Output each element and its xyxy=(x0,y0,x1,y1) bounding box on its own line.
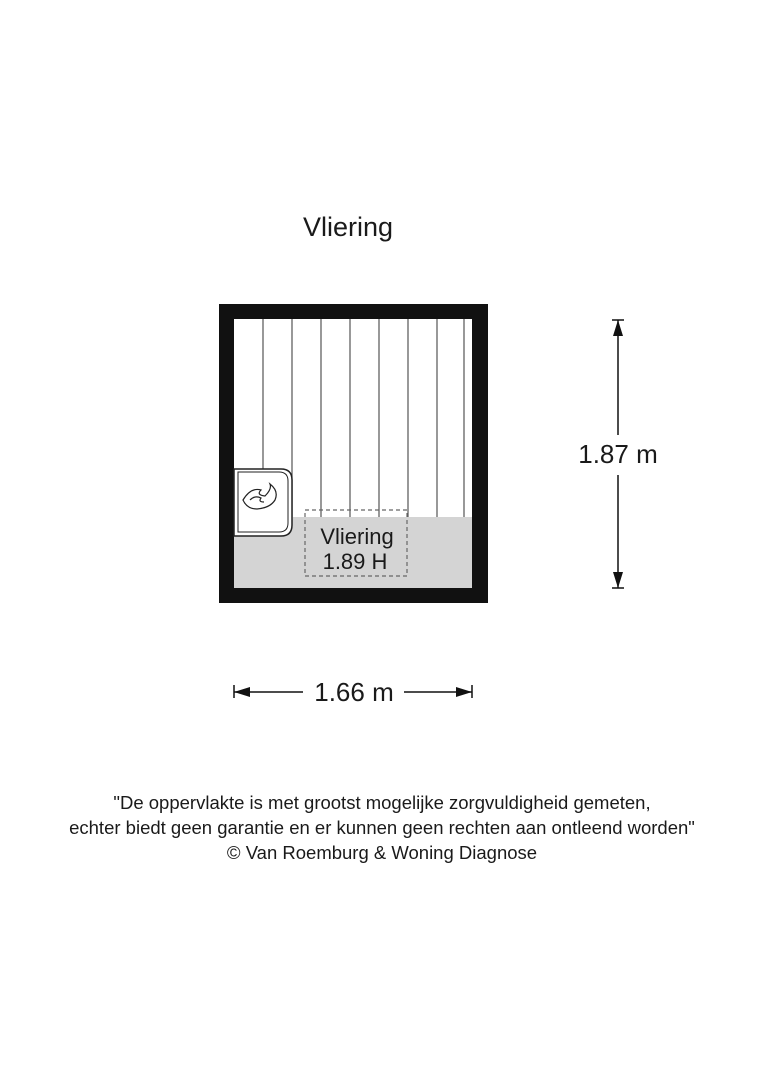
height-dimension: 1.87 m xyxy=(578,319,658,589)
copyright-line: © Van Roemburg & Woning Diagnose xyxy=(226,842,538,863)
heater-unit xyxy=(233,468,293,537)
width-dimension: 1.66 m xyxy=(233,677,473,707)
arrow-down-icon xyxy=(613,572,623,588)
room-label-box xyxy=(304,509,408,577)
width-label: 1.66 m xyxy=(314,677,394,707)
height-label: 1.87 m xyxy=(578,439,658,469)
floor-title: Vliering xyxy=(302,212,394,242)
flame-icon xyxy=(242,482,277,510)
arrow-left-icon xyxy=(234,687,250,697)
room-height: 1.89 H xyxy=(323,549,388,574)
disclaimer-line: echter biedt geen garantie en er kunnen … xyxy=(69,817,695,838)
arrow-right-icon xyxy=(456,687,472,697)
disclaimer: "De oppervlakte is met grootst mogelijke… xyxy=(0,790,764,865)
room-name: Vliering xyxy=(320,524,393,549)
disclaimer-line: "De oppervlakte is met grootst mogelijke… xyxy=(113,792,651,813)
arrow-up-icon xyxy=(613,320,623,336)
